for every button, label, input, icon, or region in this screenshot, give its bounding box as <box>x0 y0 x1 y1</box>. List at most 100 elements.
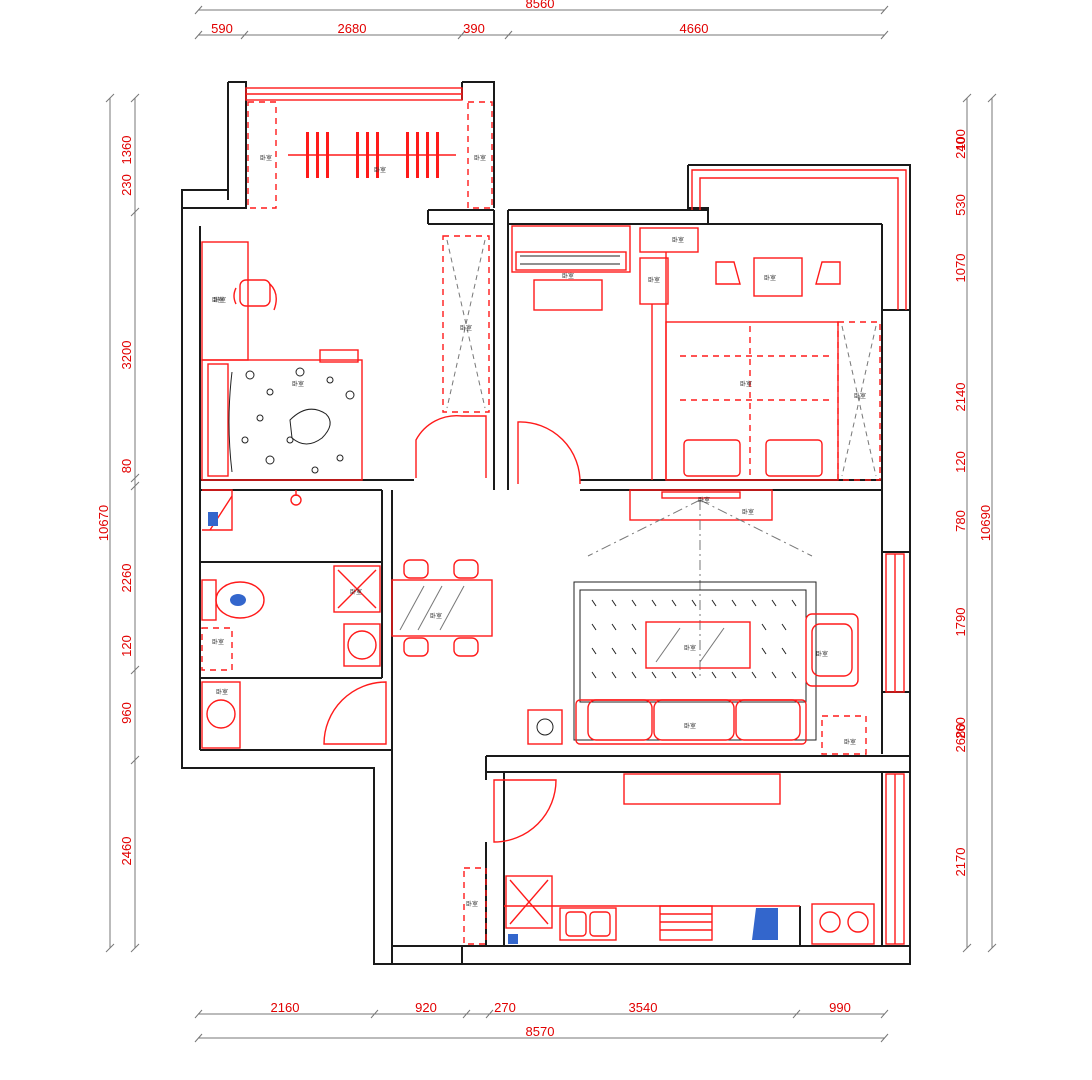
room-label: 卧室 <box>684 644 696 652</box>
wardrobe-left <box>442 235 490 413</box>
top-total-dim: 8560 <box>526 0 555 11</box>
room-label: 卧室 <box>292 380 304 388</box>
left-total-dim: 10670 <box>96 505 111 541</box>
shower-fixture <box>208 512 218 526</box>
room-label: 卧室 <box>212 296 224 304</box>
fridge <box>505 875 553 929</box>
room-label: 卧室 <box>216 688 228 696</box>
closet-left <box>247 101 277 209</box>
right-dim-6: 120 <box>953 451 968 473</box>
piano-bench <box>533 279 603 311</box>
wardrobe-right <box>837 321 881 481</box>
rug-pattern <box>591 599 797 679</box>
sofa <box>575 699 807 745</box>
top-dimensions: 8560 590 2680 390 4660 <box>194 0 889 40</box>
room-label: 卧室 <box>562 272 574 280</box>
right-dim-10: 2680 <box>953 724 968 753</box>
corner-shower <box>202 489 233 531</box>
bathroom <box>201 489 387 749</box>
right-total-dim: 10690 <box>978 505 993 541</box>
room-label: 卧室 <box>260 154 272 162</box>
door-kitchen <box>493 779 557 843</box>
right-dim-11: 2170 <box>953 848 968 877</box>
tea-table <box>715 257 841 297</box>
kitchen <box>463 773 875 945</box>
room-label: 卧室 <box>350 588 362 596</box>
bottom-dimensions: 2160 920 270 3540 990 8570 <box>194 1000 889 1043</box>
bottom-dim-5: 990 <box>829 1000 851 1015</box>
top-dim-4: 4660 <box>680 21 709 36</box>
room-label: 卧室 <box>684 722 696 730</box>
right-bedroom <box>511 225 881 485</box>
closet-room <box>247 101 493 209</box>
bottom-dim-3: 270 <box>494 1000 516 1015</box>
corner-plant <box>821 715 867 755</box>
tv-cabinet <box>629 489 773 521</box>
toilet <box>201 579 265 621</box>
right-dimensions: 240 100 530 1070 2140 120 780 1790 260 2… <box>953 93 997 953</box>
room-label: 卧室 <box>648 276 660 284</box>
room-label: 卧室 <box>430 612 442 620</box>
cooktop-grill <box>659 905 713 941</box>
right-dim-8: 1790 <box>953 608 968 637</box>
floor-drain <box>290 494 302 506</box>
top-dim-3: 390 <box>463 21 485 36</box>
area-rug <box>573 581 817 741</box>
bed-pattern <box>228 367 355 474</box>
cabinet <box>201 627 233 671</box>
dining-chairs <box>403 559 479 657</box>
basin-2 <box>201 681 241 749</box>
right-dim-3: 530 <box>953 194 968 216</box>
closet-right <box>467 101 493 209</box>
room-labels: 卧室 卧室 卧室 卧室 卧室 卧室 卧室 卧室 卧室 卧室 卧室 卧室 卧室 卧… <box>212 154 866 908</box>
basin-1 <box>343 623 381 667</box>
room-label: 卧室 <box>764 274 776 282</box>
range-hood <box>752 908 778 940</box>
walls <box>181 81 911 965</box>
room-label: 卧室 <box>854 392 866 400</box>
room-label: 卧室 <box>742 508 754 516</box>
living-room <box>527 489 867 755</box>
room-label: 卧室 <box>672 236 684 244</box>
room-label: 卧室 <box>214 296 226 304</box>
windows <box>245 87 907 945</box>
right-dim-5: 2140 <box>953 383 968 412</box>
kitchen-sink <box>559 907 617 941</box>
armchair <box>805 613 859 687</box>
room-label: 卧室 <box>816 650 828 658</box>
left-dim-5: 2260 <box>119 564 134 593</box>
gas-stove <box>811 903 875 945</box>
left-dim-6: 120 <box>119 635 134 657</box>
pillows <box>683 439 823 477</box>
left-dim-2: 1360 <box>119 136 134 165</box>
left-dim-8: 2460 <box>119 837 134 866</box>
door-bathroom <box>323 681 387 745</box>
desk-chair <box>233 279 277 311</box>
bottom-total-dim: 8570 <box>526 1024 555 1039</box>
right-dim-4: 1070 <box>953 254 968 283</box>
right-dim-2: 100 <box>953 129 968 151</box>
left-dim-1: 230 <box>119 174 134 196</box>
left-dim-3: 3200 <box>119 341 134 370</box>
dining-table <box>391 579 493 637</box>
left-bedroom <box>201 235 490 481</box>
room-label: 卧室 <box>698 496 710 504</box>
piano <box>511 225 631 273</box>
room-label: 卧室 <box>474 154 486 162</box>
room-label: 卧室 <box>460 324 472 332</box>
dining <box>391 559 493 657</box>
side-table <box>527 709 563 745</box>
master-bed <box>665 321 839 481</box>
bottom-dim-4: 3540 <box>629 1000 658 1015</box>
coffee-table <box>645 621 751 669</box>
shower-tray <box>333 565 381 613</box>
bed <box>201 359 363 481</box>
right-dim-7: 780 <box>953 510 968 532</box>
room-label: 卧室 <box>844 738 856 746</box>
bottom-dim-1: 2160 <box>271 1000 300 1015</box>
kitchen-shelf <box>623 773 781 805</box>
left-dim-4: 80 <box>119 459 134 473</box>
right-dim-9: 260 <box>953 717 968 739</box>
top-dim-1: 590 <box>211 21 233 36</box>
